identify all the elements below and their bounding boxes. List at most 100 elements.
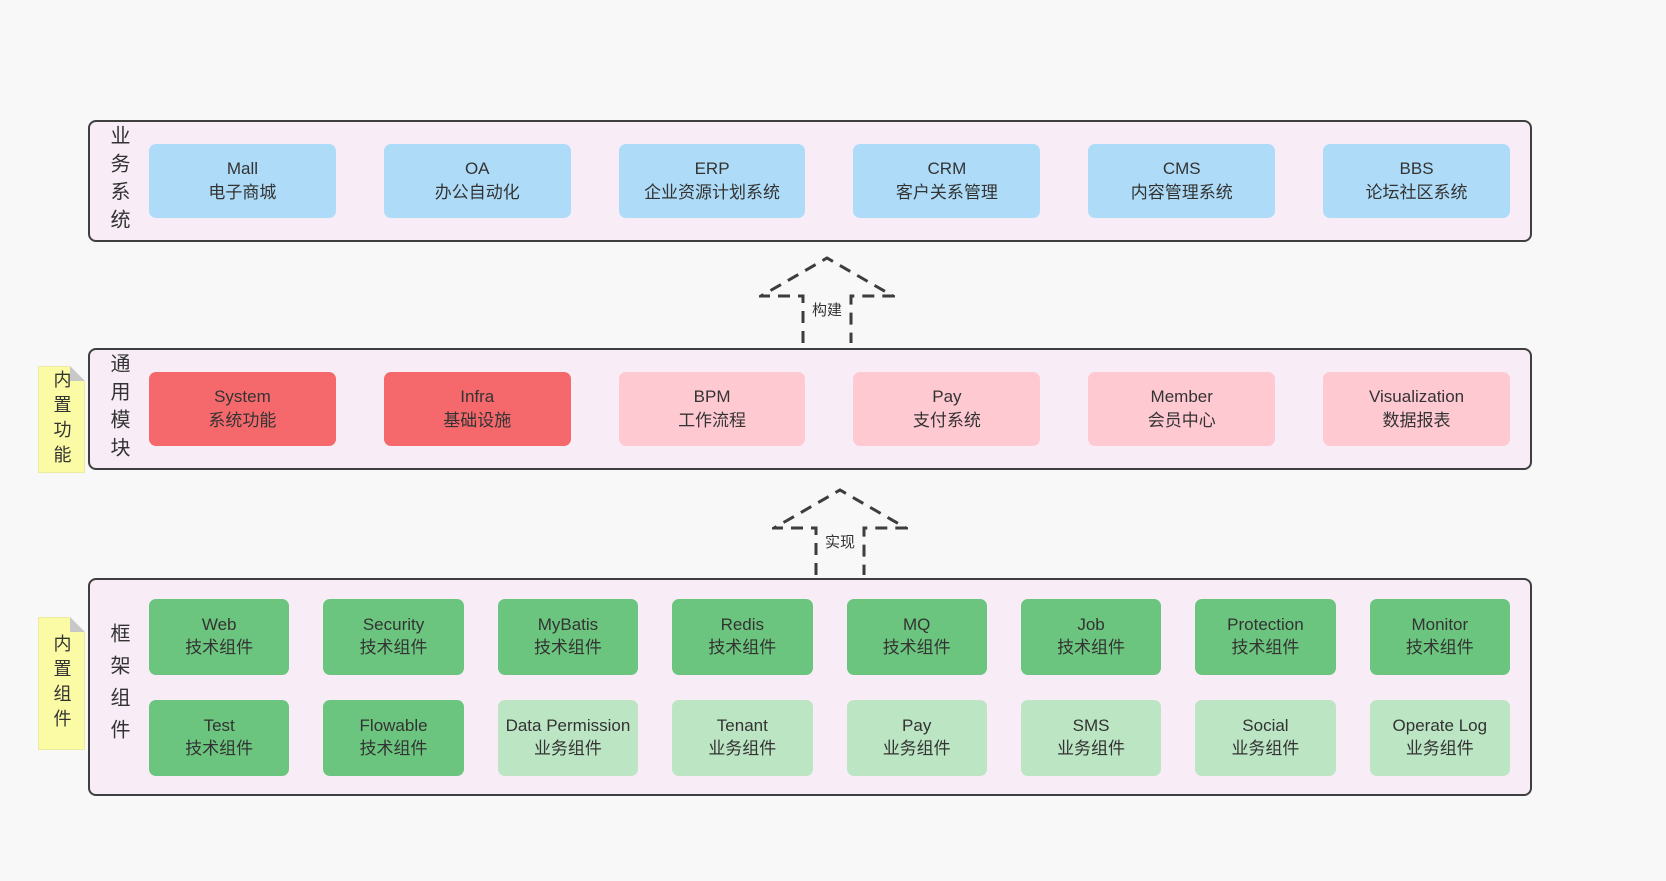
arrow-build: 构建 [759, 255, 895, 343]
card-subtitle: 业务组件 [882, 738, 951, 758]
card-subtitle: 技术组件 [533, 637, 602, 657]
card-title: Visualization [1368, 387, 1465, 407]
panel-framework-components: 框架组件 Web 技术组件 Security 技术组件 MyBatis 技术组件… [88, 578, 1532, 796]
card-title: Job [1077, 615, 1105, 635]
card-flowable: Flowable 技术组件 [323, 699, 464, 776]
panel-common-modules: 通用模块 System 系统功能 Infra 基础设施 BPM 工作流程 Pay… [88, 348, 1532, 470]
up-arrow-icon [759, 256, 895, 343]
card-subtitle: 技术组件 [882, 637, 951, 657]
card-title: System [214, 387, 271, 407]
card-title: Redis [720, 615, 765, 635]
card-title: Pay [932, 387, 962, 407]
card-subtitle: 支付系统 [912, 411, 981, 430]
card-title: Pay [902, 716, 932, 736]
card-protection: Protection 技术组件 [1195, 598, 1336, 675]
card-subtitle: 内容管理系统 [1130, 183, 1233, 202]
card-mybatis: MyBatis 技术组件 [497, 598, 639, 675]
card-title: MyBatis [537, 615, 599, 635]
card-title: Member [1150, 387, 1213, 407]
card-title: Protection [1227, 615, 1304, 635]
card-visualization: Visualization 数据报表 [1323, 372, 1510, 446]
card-subtitle: 数据报表 [1382, 411, 1451, 430]
component-cards-row-1: Web 技术组件 Security 技术组件 MyBatis 技术组件 Redi… [133, 598, 1530, 675]
card-title: Monitor [1411, 615, 1469, 635]
note-built-in-components: 内置组件 [38, 617, 85, 750]
card-subtitle: 业务组件 [708, 738, 777, 758]
card-subtitle: 技术组件 [1057, 637, 1126, 657]
card-pay-module: Pay 支付系统 [853, 372, 1041, 446]
card-sms: SMS 业务组件 [1020, 699, 1162, 776]
card-oa: OA 办公自动化 [383, 144, 571, 218]
card-title: Tenant [716, 716, 768, 736]
card-subtitle: 业务组件 [1057, 738, 1126, 758]
card-subtitle: 电子商城 [208, 183, 277, 202]
card-social: Social 业务组件 [1195, 699, 1336, 776]
card-subtitle: 业务组件 [1231, 738, 1300, 758]
panel-business-systems: 业务系统 Mall 电子商城 OA 办公自动化 ERP 企业资源计划系统 CRM… [88, 120, 1532, 242]
arrow-implement: 实现 [772, 487, 908, 575]
card-title: SMS [1072, 716, 1110, 736]
component-rows: Web 技术组件 Security 技术组件 MyBatis 技术组件 Redi… [133, 598, 1530, 776]
card-redis: Redis 技术组件 [672, 598, 813, 675]
card-title: Infra [460, 387, 495, 407]
card-title: Operate Log [1392, 716, 1488, 736]
card-web: Web 技术组件 [149, 598, 290, 675]
card-title: Data Permission [505, 716, 631, 736]
card-subtitle: 技术组件 [185, 738, 254, 758]
card-subtitle: 技术组件 [359, 637, 428, 657]
card-title: Mall [226, 159, 258, 179]
card-bpm: BPM 工作流程 [618, 372, 806, 446]
note-built-in-components-label: 内置组件 [51, 633, 72, 734]
card-title: CMS [1162, 159, 1201, 179]
card-title: BPM [693, 387, 731, 407]
business-cards-row: Mall 电子商城 OA 办公自动化 ERP 企业资源计划系统 CRM 客户关系… [133, 144, 1530, 218]
panel-components-label: 框架组件 [107, 623, 129, 751]
card-subtitle: 业务组件 [533, 738, 602, 758]
card-title: ERP [694, 159, 730, 179]
card-subtitle: 企业资源计划系统 [644, 183, 781, 202]
card-subtitle: 会员中心 [1147, 411, 1216, 430]
card-job: Job 技术组件 [1020, 598, 1162, 675]
card-data-permission: Data Permission 业务组件 [497, 699, 639, 776]
card-subtitle: 客户关系管理 [895, 183, 998, 202]
card-security: Security 技术组件 [323, 598, 464, 675]
card-infra: Infra 基础设施 [383, 372, 571, 446]
card-operate-log: Operate Log 业务组件 [1369, 699, 1510, 776]
note-built-in-functions: 内置功能 [38, 366, 85, 473]
card-title: Security [362, 615, 425, 635]
panel-business-label: 业务系统 [107, 125, 129, 237]
arrow-implement-label: 实现 [821, 531, 859, 552]
card-title: Flowable [359, 716, 428, 736]
component-cards-row-2: Test 技术组件 Flowable 技术组件 Data Permission … [133, 699, 1530, 776]
card-subtitle: 技术组件 [708, 637, 777, 657]
card-pay-component: Pay 业务组件 [846, 699, 987, 776]
card-mall: Mall 电子商城 [149, 144, 336, 218]
card-title: Test [203, 716, 235, 736]
card-subtitle: 技术组件 [1405, 637, 1474, 657]
card-subtitle: 技术组件 [359, 738, 428, 758]
card-crm: CRM 客户关系管理 [853, 144, 1041, 218]
card-test: Test 技术组件 [149, 699, 290, 776]
card-title: CRM [927, 159, 967, 179]
panel-modules-label: 通用模块 [107, 353, 129, 465]
card-subtitle: 基础设施 [443, 411, 512, 430]
card-cms: CMS 内容管理系统 [1088, 144, 1276, 218]
card-subtitle: 办公自动化 [434, 183, 520, 202]
card-member: Member 会员中心 [1088, 372, 1276, 446]
card-subtitle: 技术组件 [185, 637, 254, 657]
card-subtitle: 系统功能 [208, 411, 277, 430]
card-system: System 系统功能 [149, 372, 336, 446]
card-mq: MQ 技术组件 [846, 598, 987, 675]
card-title: Social [1242, 716, 1289, 736]
card-title: MQ [902, 615, 931, 635]
card-title: OA [464, 159, 490, 179]
card-subtitle: 论坛社区系统 [1365, 183, 1468, 202]
note-built-in-functions-label: 内置功能 [51, 369, 72, 470]
card-monitor: Monitor 技术组件 [1369, 598, 1510, 675]
module-cards-row: System 系统功能 Infra 基础设施 BPM 工作流程 Pay 支付系统… [133, 372, 1530, 446]
card-subtitle: 工作流程 [678, 411, 747, 430]
card-subtitle: 技术组件 [1231, 637, 1300, 657]
up-arrow-icon [772, 488, 908, 575]
card-title: Web [201, 615, 237, 635]
